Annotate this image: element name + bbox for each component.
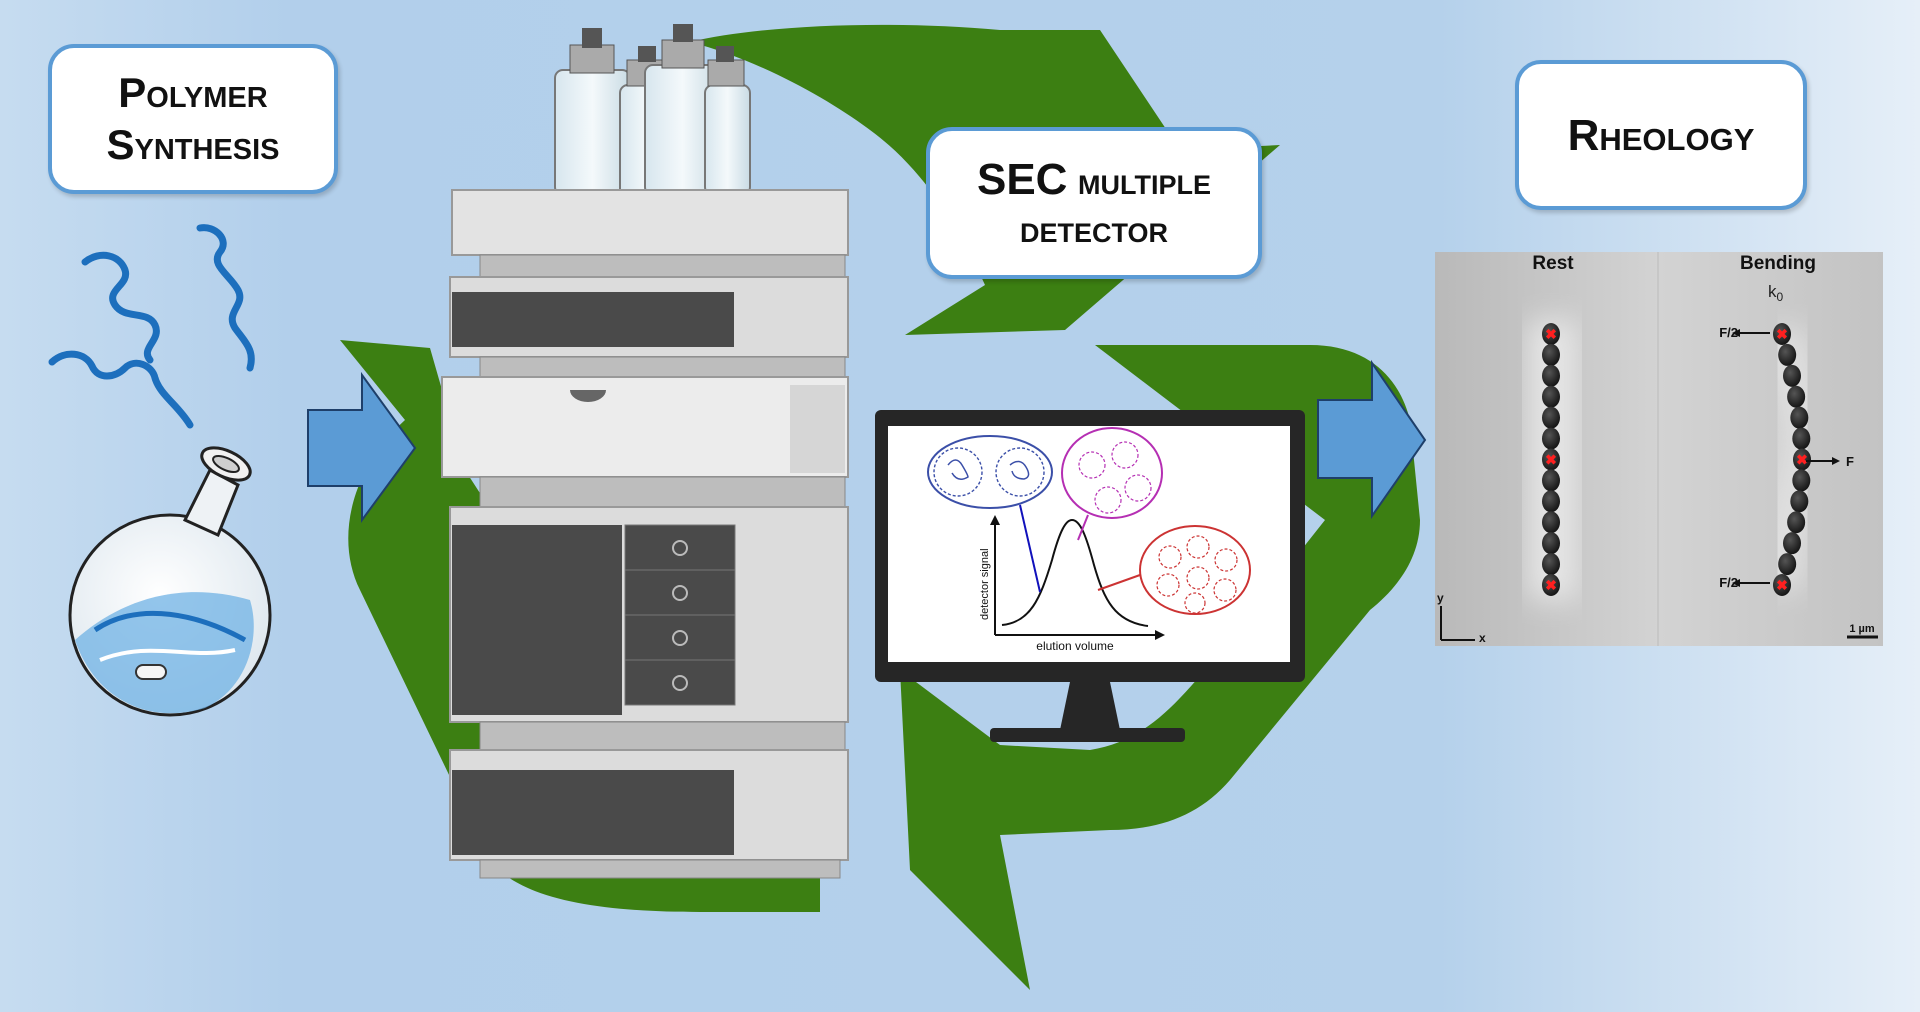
rest-bead [1542,532,1560,555]
rest-bead [1542,343,1560,366]
polymer-synthesis-box: Polymer Synthesis [48,44,338,194]
bending-bead [1783,532,1801,555]
rheology-bending-label: Bending [1740,253,1816,274]
polymer-label-line1: Polymer [118,68,268,116]
force-half-bottom-label: F/2 [1719,575,1738,590]
chart-ylabel: detector signal [979,548,991,620]
rest-bead [1542,364,1560,387]
tracking-marker: ✖ [1796,452,1808,468]
rest-bead [1542,427,1560,450]
tracking-marker: ✖ [1545,452,1557,468]
large-coil-group [1139,525,1251,615]
hplc-instrument [441,24,849,879]
bending-bead [1793,448,1811,471]
rest-bead [1542,511,1560,534]
force-half-top-label: F/2 [1719,325,1738,340]
sec-label-line2: detector [1019,208,1168,251]
axes-indicator: y x [1437,591,1486,645]
flow-arrow-right [1317,359,1427,520]
rheology-rest-label: Rest [1532,253,1574,274]
sec-detector-box: SEC multiple detector [926,127,1262,279]
polymer-chain-3 [48,350,194,429]
rest-bead [1542,469,1560,492]
bending-bead [1790,406,1809,429]
medium-coil-group [1061,427,1163,519]
rheology-box: Rheology [1515,60,1807,210]
flow-arrow-left [307,371,417,524]
rest-bead [1542,448,1560,471]
rheology-k-label: k0 [1768,282,1784,304]
round-bottom-flask [68,446,272,717]
rest-bead [1542,406,1560,429]
bending-bead [1787,385,1806,408]
axis-x-label: x [1479,631,1486,645]
bending-bead [1790,490,1809,513]
rest-bead [1542,385,1560,408]
rest-bead [1542,490,1560,513]
rheology-label: Rheology [1567,110,1755,160]
bending-bead [1773,574,1791,596]
recycle-arrow-right [900,345,1420,990]
force-mid-label: F [1846,454,1854,469]
bending-bead [1783,364,1801,387]
bending-bead-chain: ✖ ✖ ✖ [1773,323,1811,596]
bending-bead [1787,511,1806,534]
rheology-micrograph: Rest Bending k0 ✖ ✖ ✖ ✖ ✖ ✖ F/2 F F/2 y x 1 … [1435,252,1883,646]
tracking-marker: ✖ [1545,326,1557,342]
axis-y-label: y [1437,591,1444,605]
tracking-marker: ✖ [1776,577,1788,593]
tracking-marker: ✖ [1545,577,1557,593]
rest-bead [1542,574,1560,596]
small-coil-group [927,435,1053,509]
bending-bead [1773,323,1791,345]
polymer-chains [48,224,255,429]
bending-bead [1792,427,1811,450]
bending-bead [1792,469,1811,492]
polymer-chain-2 [196,224,255,372]
chart-xlabel: elution volume [1036,639,1114,653]
elution-peak-curve [1001,518,1149,627]
scale-bar-label: 1 µm [1849,623,1875,635]
bending-bead [1778,343,1797,366]
tracking-marker: ✖ [1776,326,1788,342]
sec-label-line1: SEC multiple [976,154,1212,204]
rest-bead [1542,323,1560,345]
bending-bead [1778,553,1797,576]
detector-drawers [624,524,736,706]
elution-chart: detector signal elution volume [927,427,1251,653]
rest-bead-chain: ✖ ✖ ✖ [1542,323,1560,596]
polymer-label-line2: Synthesis [106,121,280,168]
solvent-bottles [554,24,751,198]
rest-bead [1542,553,1560,576]
polymer-chain-1 [81,251,160,364]
